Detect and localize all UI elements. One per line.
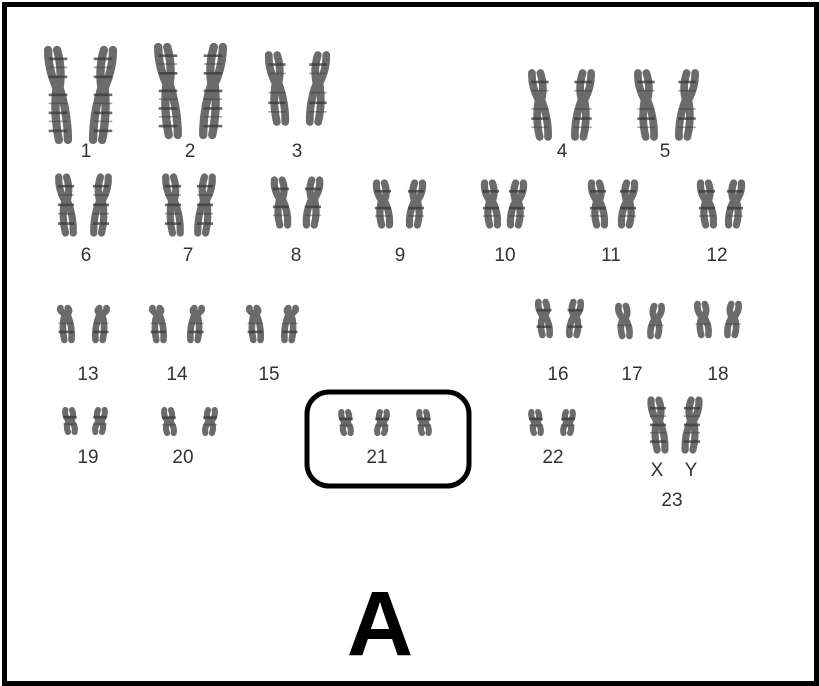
chromosome-label-19: 19: [77, 447, 98, 468]
chromosome-14-copy-1: [148, 304, 168, 344]
chromosome-23-copy-1: [647, 396, 669, 454]
chromosome-label-5: 5: [660, 141, 671, 162]
chromosome-14-copy-2: [186, 304, 206, 344]
panel-label: A: [347, 573, 413, 675]
chromosome-label-21: 21: [366, 447, 387, 468]
chromosome-5-copy-1: [634, 69, 658, 141]
chromosome-20-copy-1: [161, 406, 177, 437]
chromosome-16-copy-1: [534, 298, 554, 339]
chromosome-21-copy-1: [338, 408, 354, 437]
chromosome-6-copy-2: [90, 173, 112, 237]
chromosome-label-15: 15: [258, 364, 279, 385]
chromosome-label-18: 18: [707, 364, 728, 385]
chromosome-7-copy-2: [194, 173, 216, 237]
chromosome-label-13: 13: [77, 364, 98, 385]
chromosome-13-copy-2: [91, 304, 111, 344]
chromosome-18-copy-2: [724, 300, 742, 339]
chromosome-label-23: 23: [661, 490, 682, 511]
chromosome-21-copy-3: [416, 408, 432, 437]
chromosome-4-copy-2: [571, 69, 595, 141]
chromosome-label-9: 9: [395, 245, 406, 266]
chromosome-label-16: 16: [547, 364, 568, 385]
chromosome-8-copy-1: [270, 176, 292, 229]
chromosome-11-copy-2: [617, 179, 639, 229]
chromosome-label-3: 3: [292, 141, 303, 162]
chromosome-2-copy-1: [154, 42, 182, 140]
chromosome-label-6: 6: [81, 245, 92, 266]
chromosome-10-copy-2: [506, 179, 528, 229]
chromosome-19-copy-1: [62, 406, 78, 436]
chromosome-3-copy-2: [305, 51, 331, 126]
chromosome-7-copy-1: [162, 173, 184, 237]
chromosome-6-copy-1: [55, 173, 77, 237]
chromosome-15-copy-2: [280, 304, 300, 344]
chromosome-label-7: 7: [183, 245, 194, 266]
chromosome-18-copy-1: [694, 300, 712, 339]
chromosome-3-copy-1: [264, 51, 290, 126]
chromosome-9-copy-1: [372, 179, 394, 229]
chromosome-19-copy-2: [92, 406, 108, 436]
chromosome-10-copy-1: [480, 179, 502, 229]
sex-chromosome-label-y: Y: [685, 460, 698, 481]
chromosome-9-copy-2: [405, 179, 427, 229]
chromosome-23-copy-2: [681, 396, 703, 454]
highlight-box-21: [304, 389, 472, 489]
chromosome-12-copy-1: [696, 179, 718, 229]
chromosome-8-copy-2: [302, 176, 324, 229]
chromosome-13-copy-1: [56, 304, 76, 344]
chromosome-16-copy-2: [565, 298, 585, 339]
chromosome-12-copy-2: [724, 179, 746, 229]
chromosome-1-copy-1: [43, 45, 73, 145]
chromosome-21-copy-2: [374, 408, 390, 437]
chromosome-label-17: 17: [621, 364, 642, 385]
chromosome-11-copy-1: [587, 179, 609, 229]
chromosome-17-copy-2: [647, 302, 665, 340]
chromosome-20-copy-2: [202, 406, 218, 437]
chromosome-1-copy-2: [88, 45, 118, 145]
chromosome-15-copy-1: [245, 304, 265, 344]
chromosome-label-8: 8: [291, 245, 302, 266]
chromosome-label-4: 4: [557, 141, 568, 162]
chromosome-label-12: 12: [706, 245, 727, 266]
chromosome-label-2: 2: [185, 141, 196, 162]
chromosome-label-11: 11: [601, 245, 621, 266]
chromosome-label-14: 14: [166, 364, 188, 385]
chromosome-17-copy-1: [615, 302, 633, 340]
sex-chromosome-label-x: X: [651, 460, 664, 481]
chromosome-label-22: 22: [542, 447, 563, 468]
chromosome-label-1: 1: [81, 141, 92, 162]
chromosome-5-copy-2: [675, 69, 699, 141]
chromosome-label-10: 10: [494, 245, 515, 266]
chromosome-2-copy-2: [199, 42, 227, 140]
chromosome-22-copy-2: [560, 408, 576, 437]
chromosome-label-20: 20: [172, 447, 193, 468]
chromosome-22-copy-1: [528, 408, 544, 437]
chromosome-4-copy-1: [528, 69, 552, 141]
